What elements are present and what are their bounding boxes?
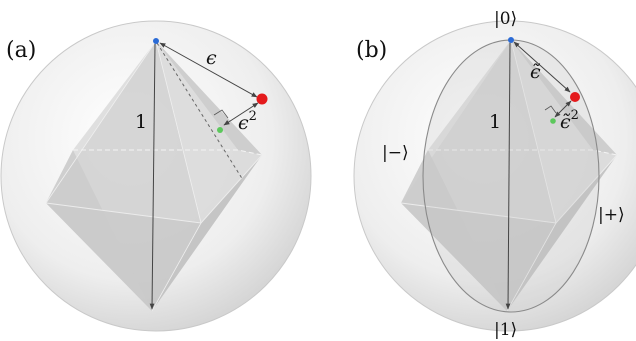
epsilon-tilde-label-b: ϵ̃ <box>530 61 541 83</box>
target-point-a <box>256 93 268 105</box>
panel-label-b: (b) <box>356 38 387 63</box>
epsilon-squared-exponent-a: 2 <box>249 109 257 124</box>
axis-length-label-b: 1 <box>489 111 501 133</box>
axis-arrow-b <box>505 42 511 310</box>
epsilon-tilde-squared-exponent-b: 2 <box>571 108 579 123</box>
epsilon-squared-label-a: ϵ2 <box>238 109 257 134</box>
north-pole-point-b <box>508 37 514 43</box>
meridian-ellipse-b <box>422 39 600 313</box>
epsilon-label-a: ϵ <box>206 47 217 69</box>
ket-one-label: |1⟩ <box>494 320 517 340</box>
epsilon-tilde-squared-base-b: ϵ̃ <box>560 111 571 133</box>
right-angle-marker-a <box>213 109 229 119</box>
panel-label-a: (a) <box>6 38 36 63</box>
ket-plus-label: |+⟩ <box>598 205 625 225</box>
projected-point-a <box>217 127 223 133</box>
axis-arrow-a <box>149 43 156 310</box>
epsilon-squared-base-a: ϵ <box>238 112 249 134</box>
panel-b: (b) ϵ̃ ϵ̃2 1 |0⟩ |1⟩ |−⟩ |+⟩ <box>353 9 636 340</box>
axis-length-label-a: 1 <box>135 111 147 133</box>
epsilon-squared-arrow-a <box>223 102 259 126</box>
epsilon-tilde-squared-arrow-b <box>554 100 572 118</box>
north-pole-point-a <box>153 38 159 44</box>
panel-a: (a) ϵ ϵ2 1 <box>0 20 312 332</box>
right-angle-marker-b <box>544 105 557 114</box>
epsilon-arrow-a <box>159 42 258 98</box>
ket-minus-label: |−⟩ <box>382 143 409 163</box>
target-point-b <box>570 92 580 102</box>
projected-point-b <box>550 118 556 124</box>
epsilon-tilde-squared-label-b: ϵ̃2 <box>560 108 579 133</box>
ket-zero-label: |0⟩ <box>494 9 517 29</box>
epsilon-tilde-arrow-b <box>513 41 571 93</box>
